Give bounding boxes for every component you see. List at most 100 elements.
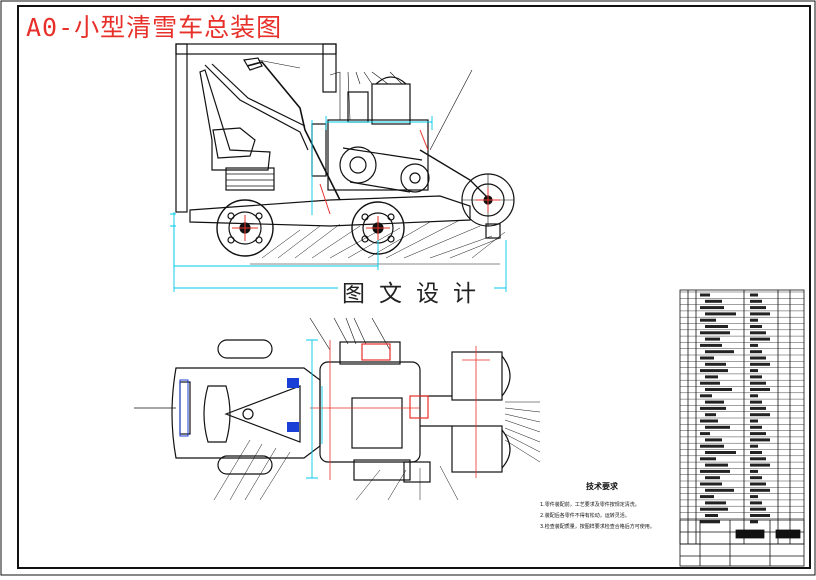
parts-row-entry [700, 306, 724, 310]
seat-backrest [199, 69, 271, 171]
parts-row-entry [705, 362, 726, 366]
parts-row-entry [700, 356, 714, 360]
parts-row-entry [700, 406, 726, 410]
parts-row-material [750, 356, 766, 360]
top-auger-lower [451, 425, 503, 473]
top-fuel-tank [339, 341, 401, 365]
parts-row-entry [700, 457, 716, 461]
technical-requirement-item: 2.装配后各零件不得有松动，运转灵活。 [540, 513, 630, 519]
parts-row-material [750, 375, 762, 379]
top-seat [203, 385, 231, 443]
parts-row-entry [705, 463, 728, 467]
chassis-frame [189, 195, 471, 227]
top-center-lines [310, 340, 420, 480]
top-callout-leaders-right [504, 401, 541, 463]
parts-row-material [750, 444, 758, 448]
side-mast [175, 43, 188, 213]
parts-row-material [750, 350, 762, 354]
parts-row-material [750, 419, 758, 423]
parts-row-entry [705, 476, 720, 480]
parts-row-material [750, 362, 770, 366]
side-top-beam [175, 43, 337, 55]
parts-row-entry [705, 438, 722, 442]
parts-row-material [750, 482, 766, 486]
top-frame-triangle [224, 385, 301, 443]
side-top-post [322, 43, 337, 93]
parts-row-material [750, 457, 766, 461]
callout-leaders-top [329, 69, 473, 151]
drive-belt [342, 147, 423, 193]
top-rear-wheel-lower [217, 455, 273, 475]
air-filter [347, 91, 369, 123]
parts-row-material [750, 394, 758, 398]
blue-bearing-lower [287, 422, 299, 432]
top-engine [319, 361, 421, 463]
technical-requirements-heading: 技术要求 [586, 482, 618, 491]
parts-row-material [750, 463, 770, 467]
parts-row-entry [700, 394, 712, 398]
parts-row-entry [705, 350, 734, 354]
title-block [679, 519, 805, 567]
parts-row-entry [705, 413, 716, 417]
parts-row-entry [700, 318, 716, 322]
parts-list-rows [680, 291, 804, 524]
parts-row-entry [700, 293, 710, 297]
parts-row-entry [705, 388, 732, 391]
parts-row-entry [700, 444, 724, 448]
parts-row-material [750, 495, 758, 499]
parts-row-material [750, 413, 770, 417]
top-engine-head [351, 397, 403, 449]
auger-skid [485, 223, 501, 239]
parts-row-material [750, 400, 762, 404]
parts-row-material [750, 507, 766, 511]
parts-row-entry [705, 337, 720, 341]
seat-spring [225, 167, 275, 191]
parts-row-material [750, 469, 758, 473]
technical-requirement-item: 3.检查装配质量，按图样要求检查合格后方可使用。 [540, 524, 655, 530]
blue-bearing-upper [287, 378, 299, 388]
parts-row-material [750, 381, 766, 385]
parts-row-entry [700, 432, 710, 436]
side-view [175, 43, 515, 265]
parts-row-entry [700, 469, 730, 473]
parts-row-material [750, 520, 758, 524]
parts-row-material [750, 488, 770, 492]
top-callout-leaders-top [309, 317, 391, 351]
parts-row-material [750, 331, 766, 335]
parts-row-material [750, 501, 762, 505]
top-callout-leaders-bottom [213, 439, 459, 501]
parts-row-entry [700, 482, 722, 486]
parts-list-table [679, 289, 805, 545]
parts-row-material [750, 451, 762, 454]
parts-row-entry [705, 325, 728, 328]
parts-row-entry [705, 514, 718, 517]
parts-row-material [750, 325, 762, 328]
parts-row-entry [705, 425, 730, 429]
parts-row-entry [700, 520, 720, 524]
parts-row-material [750, 438, 770, 442]
parts-row-material [750, 306, 766, 310]
parts-row-material [750, 425, 762, 429]
parts-row-entry [700, 331, 730, 335]
top-dimensions [306, 339, 323, 479]
parts-row-entry [705, 400, 724, 404]
rear-wheel [216, 199, 274, 257]
parts-row-entry [700, 381, 720, 385]
inner-border [17, 5, 811, 569]
parts-row-material [750, 318, 758, 322]
auger-arm [419, 149, 491, 201]
boom-arm [204, 64, 309, 151]
side-dimensions [170, 116, 507, 292]
top-auger-upper [451, 351, 503, 401]
parts-row-material [750, 299, 762, 303]
parts-row-entry [705, 299, 722, 303]
parts-row-material [750, 293, 758, 297]
top-view-accents [179, 340, 490, 480]
parts-row-entry [700, 507, 728, 511]
parts-row-material [750, 337, 770, 341]
top-view [134, 317, 541, 501]
parts-row-material [750, 406, 766, 410]
parts-row-material [750, 514, 770, 517]
